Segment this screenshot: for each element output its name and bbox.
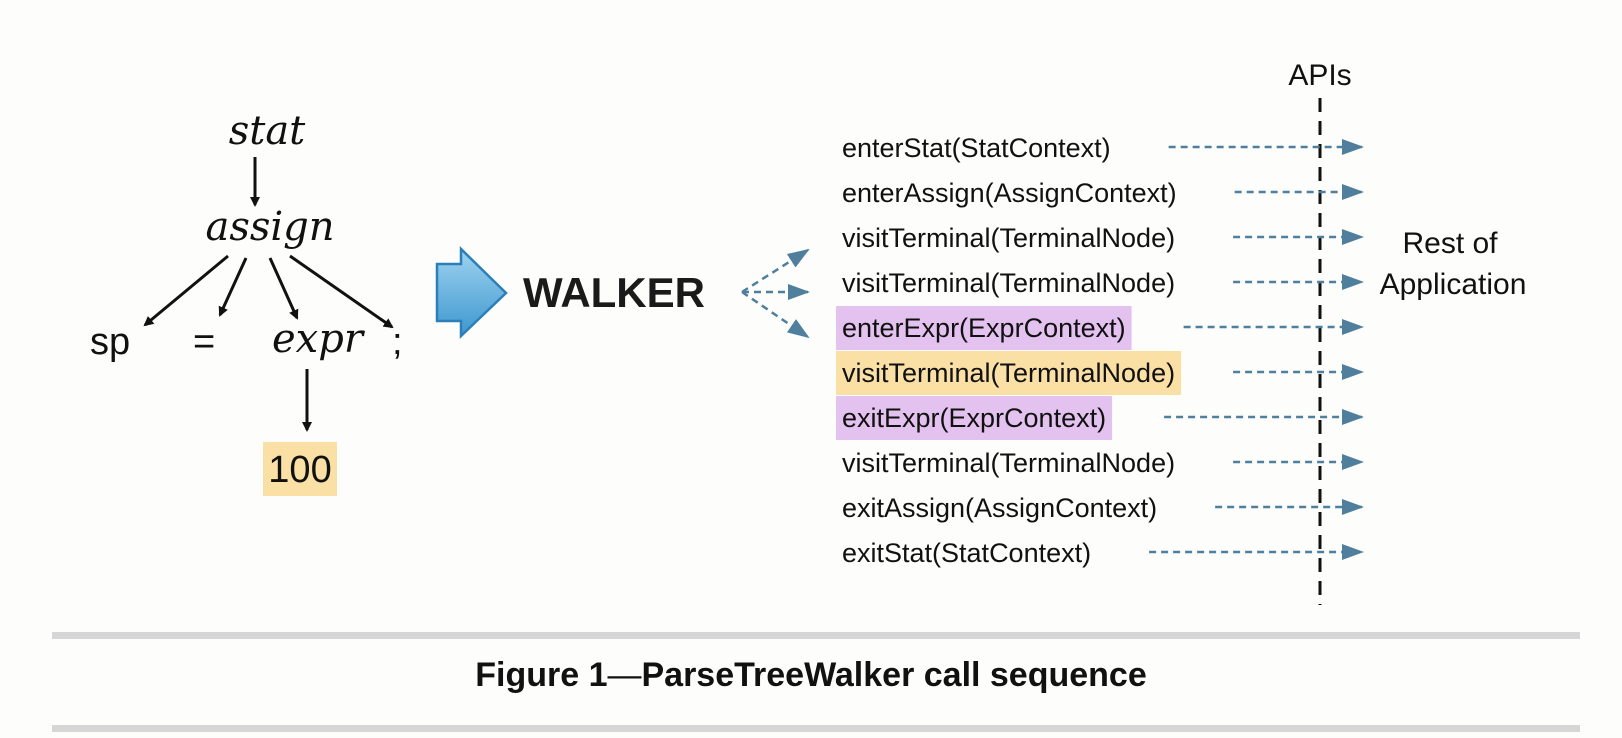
tree-leaf-semicolon: ; [392, 321, 403, 363]
highlight-yellow [836, 351, 1182, 395]
walker-arrow-icon [435, 246, 508, 339]
call-sequence-diagram: stat assign sp = expr ; 100 WALKER APIs … [90, 59, 1527, 605]
event-item: exitExpr(ExprContext) [842, 403, 1106, 433]
caption-label: Figure 1 [475, 656, 608, 694]
fanout-arrow [741, 248, 810, 294]
walker-label: WALKER [523, 269, 705, 316]
event-item: enterStat(StatContext) [842, 133, 1111, 163]
event-item: visitTerminal(TerminalNode) [842, 223, 1175, 253]
highlight-purple [836, 306, 1132, 350]
tree-leaf-100: 100 [268, 449, 331, 491]
tree-node-assign: assign [205, 204, 334, 250]
tree-edge [218, 257, 248, 317]
event-item: enterExpr(ExprContext) [842, 313, 1126, 343]
tree-leaf-sp: sp [90, 321, 130, 363]
caption-title: ParseTreeWalker call sequence [641, 656, 1147, 694]
event-item: exitAssign(AssignContext) [842, 493, 1157, 523]
caption-rule-top [52, 632, 1580, 639]
caption-dash: — [607, 656, 642, 694]
fanout-arrow [741, 290, 810, 339]
tree-node-expr: expr [272, 316, 366, 362]
rest-label-line2: Application [1380, 268, 1527, 301]
highlight-yellow [263, 442, 337, 496]
tree-edge [268, 257, 299, 320]
tree-edge [289, 254, 394, 329]
figure-caption: Figure 1—ParseTreeWalker call sequence [0, 656, 1622, 695]
tree-node-stat: stat [229, 108, 306, 154]
caption-rule-bottom [52, 725, 1580, 732]
rest-label-line1: Rest of [1402, 227, 1498, 260]
event-item: exitStat(StatContext) [842, 538, 1091, 568]
event-item: visitTerminal(TerminalNode) [842, 358, 1175, 388]
highlight-purple [836, 396, 1113, 440]
event-item: visitTerminal(TerminalNode) [842, 268, 1175, 298]
apis-label: APIs [1288, 59, 1351, 92]
tree-edge [143, 254, 229, 327]
tree-leaf-equals: = [193, 321, 215, 363]
event-item: enterAssign(AssignContext) [842, 178, 1177, 208]
event-item: visitTerminal(TerminalNode) [842, 448, 1175, 478]
